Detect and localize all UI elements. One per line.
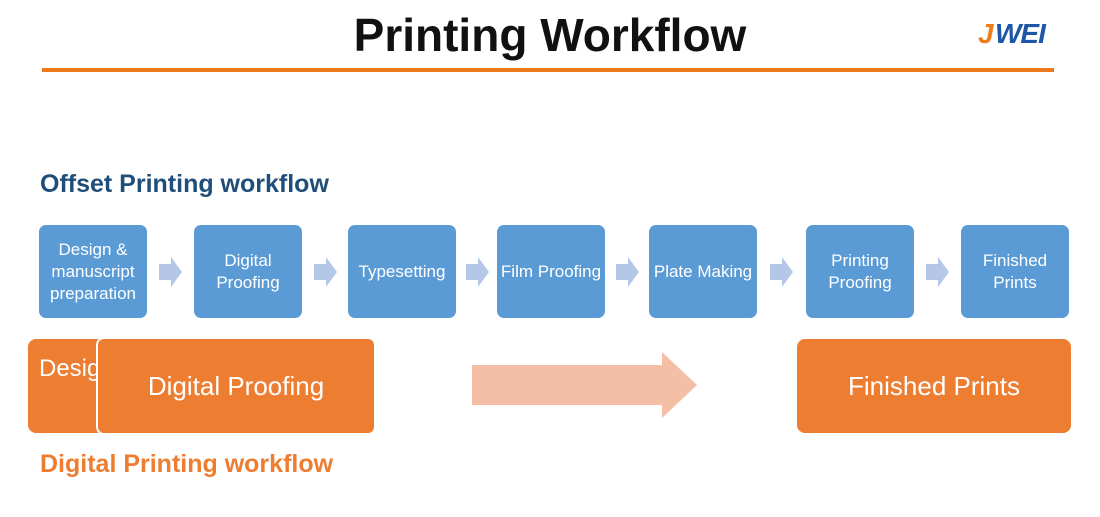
offset-step: Digital Proofing <box>194 225 302 318</box>
offset-step: Plate Making <box>649 225 757 318</box>
arrow-icon <box>314 257 337 287</box>
arrow-icon <box>926 257 949 287</box>
digital-heading: Digital Printing workflow <box>40 450 334 478</box>
arrow-icon <box>466 257 489 287</box>
arrow-icon <box>770 257 793 287</box>
digital-step: Digital Proofing <box>96 337 376 435</box>
offset-step: Printing Proofing <box>806 225 914 318</box>
offset-step: Design & manuscript preparation <box>39 225 147 318</box>
arrow-icon <box>159 257 182 287</box>
page-title: Printing Workflow <box>353 9 747 61</box>
offset-step: Finished Prints <box>961 225 1069 318</box>
offset-heading: Offset Printing workflow <box>40 170 329 198</box>
digital-step: Finished Prints <box>797 339 1071 433</box>
offset-step: Film Proofing <box>497 225 605 318</box>
arrow-icon <box>616 257 639 287</box>
big-arrow-icon <box>472 352 697 418</box>
title-divider <box>42 68 1054 72</box>
offset-step: Typesetting <box>348 225 456 318</box>
